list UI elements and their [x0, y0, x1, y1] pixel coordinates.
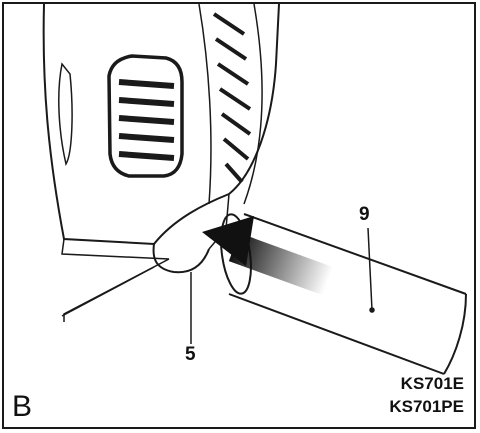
figure-frame: 9 5 B KS701E KS701PE: [2, 2, 476, 429]
vent-grille: [107, 54, 184, 178]
base-plate: [61, 258, 170, 322]
model-label-1: KS701E: [400, 374, 464, 393]
tool-illustration: [42, 4, 467, 375]
side-ribs: [212, 12, 252, 184]
callout-5: 5: [185, 344, 196, 365]
extraction-hose: [220, 213, 467, 375]
callout-9: 9: [359, 204, 370, 225]
airflow-arrow: [202, 216, 334, 296]
leader-lines: [190, 227, 375, 344]
model-label-2: KS701PE: [389, 397, 464, 416]
figure-letter: B: [12, 390, 33, 423]
